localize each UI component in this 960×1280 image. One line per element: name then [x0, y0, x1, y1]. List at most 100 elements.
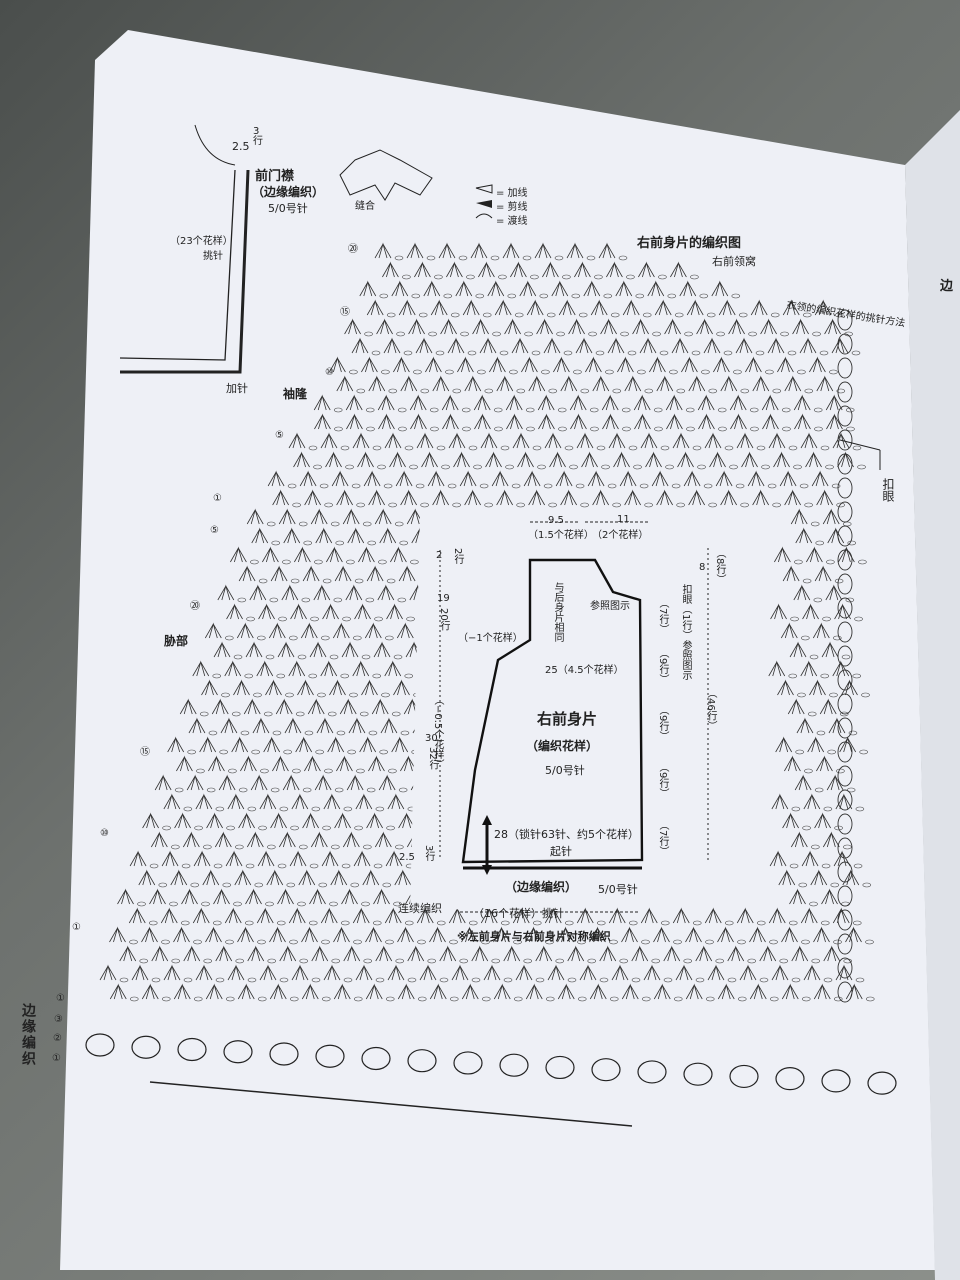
stitch-fan — [601, 394, 619, 411]
stitch-chain — [368, 730, 378, 736]
stitch-fan — [385, 850, 403, 867]
stitch-chain — [278, 616, 287, 622]
stitch-chain — [820, 673, 830, 679]
stitch-chain — [612, 388, 622, 394]
stitch-fan — [272, 755, 289, 772]
stitch-fan — [131, 964, 149, 981]
stitch-fan — [195, 793, 213, 810]
stitch-fan — [739, 964, 757, 981]
stitch-chain — [814, 787, 824, 793]
piece-needle: 5/0号针 — [545, 764, 585, 777]
stitch-fan — [789, 888, 806, 905]
stitch-chain — [372, 920, 382, 926]
stitch-fan — [824, 318, 841, 335]
stitch-chain — [556, 331, 565, 337]
stitch-fan — [109, 926, 126, 943]
stitch-fan — [269, 926, 286, 943]
stitch-fan — [750, 299, 768, 316]
stitch-fan — [289, 850, 307, 867]
stitch-chain — [406, 616, 415, 622]
stitch-chain — [393, 901, 402, 907]
stitch-chain — [853, 863, 863, 869]
stitch-chain — [149, 863, 159, 869]
stitch-fan — [268, 622, 286, 639]
stitch-chain — [845, 407, 855, 413]
stitch-fan — [109, 983, 127, 1000]
stitch-fan — [640, 907, 658, 924]
stitch-fan — [183, 945, 201, 962]
front-band-thick — [120, 169, 250, 374]
stitch-fan — [384, 432, 402, 449]
border-shell — [837, 597, 853, 619]
border-shell — [837, 741, 853, 763]
stitch-chain — [609, 939, 618, 945]
stitch-chain — [161, 996, 171, 1002]
stitch-chain — [503, 977, 513, 983]
stitch-fan — [423, 280, 441, 297]
stitch-fan — [730, 413, 747, 430]
stitch-chain — [247, 977, 257, 983]
stitch-fan — [213, 888, 230, 905]
stitch-chain — [798, 882, 808, 888]
stitch-chain — [206, 787, 216, 793]
stitch-fan — [195, 964, 213, 981]
stitch-fan — [759, 945, 777, 962]
stitch-chain — [458, 255, 468, 261]
stitch-chain — [265, 654, 275, 660]
stitch-chain — [685, 407, 695, 413]
stitch-chain — [385, 996, 395, 1002]
stitch-chain — [399, 540, 409, 546]
stitch-chain — [830, 882, 840, 888]
stitch-fan — [393, 679, 410, 696]
stitch-chain — [815, 540, 825, 546]
stitch-fan — [703, 337, 721, 354]
stitch-fan — [749, 926, 766, 943]
stitch-fan — [373, 641, 391, 658]
stitch-chain — [233, 654, 243, 660]
stitch-chain — [673, 996, 683, 1002]
stitch-fan — [181, 888, 198, 905]
stitch-fan — [129, 850, 147, 867]
stitch-chain — [151, 977, 161, 983]
border-shell — [837, 981, 853, 1003]
stitch-fan — [377, 394, 395, 411]
stitch-chain — [180, 920, 190, 926]
stitch-chain — [589, 407, 599, 413]
stitch-chain — [119, 977, 129, 983]
stitch-chain — [513, 996, 523, 1002]
start-label: 起针 — [550, 845, 572, 858]
stitch-fan — [179, 698, 197, 715]
stitch-fan — [374, 831, 392, 848]
stitch-fan — [429, 926, 446, 943]
stitch-chain — [183, 806, 193, 812]
stitch-fan — [384, 907, 402, 924]
stitch-fan — [768, 660, 786, 677]
stitch-chain — [321, 996, 331, 1002]
stitch-chain — [701, 369, 710, 375]
stitch-chain — [665, 464, 674, 470]
stitch-fan — [361, 356, 378, 373]
edge-shell — [499, 1053, 529, 1077]
stitch-chain — [384, 635, 394, 641]
stitch-chain — [564, 920, 574, 926]
stitch-chain — [466, 274, 475, 280]
stitch-chain — [450, 312, 460, 318]
stitch-chain — [372, 673, 382, 679]
edge-shell — [131, 1035, 161, 1059]
stitch-fan — [421, 451, 438, 468]
stitch-fan — [192, 660, 210, 677]
stitch-fan — [322, 603, 339, 620]
stitch-chain — [363, 958, 373, 964]
stitch-fan — [291, 793, 309, 810]
stitch-chain — [299, 844, 308, 850]
stitch-chain — [567, 977, 577, 983]
stitch-chain — [235, 844, 244, 850]
stitch-chain — [428, 331, 437, 337]
stitch-chain — [717, 407, 727, 413]
stitch-fan — [811, 470, 829, 487]
stitch-fan — [681, 356, 698, 373]
continuous: 连续编织 — [398, 902, 442, 915]
side-label: 胁部 — [164, 634, 189, 648]
stitch-fan — [358, 546, 375, 563]
stitch-chain — [329, 654, 339, 660]
